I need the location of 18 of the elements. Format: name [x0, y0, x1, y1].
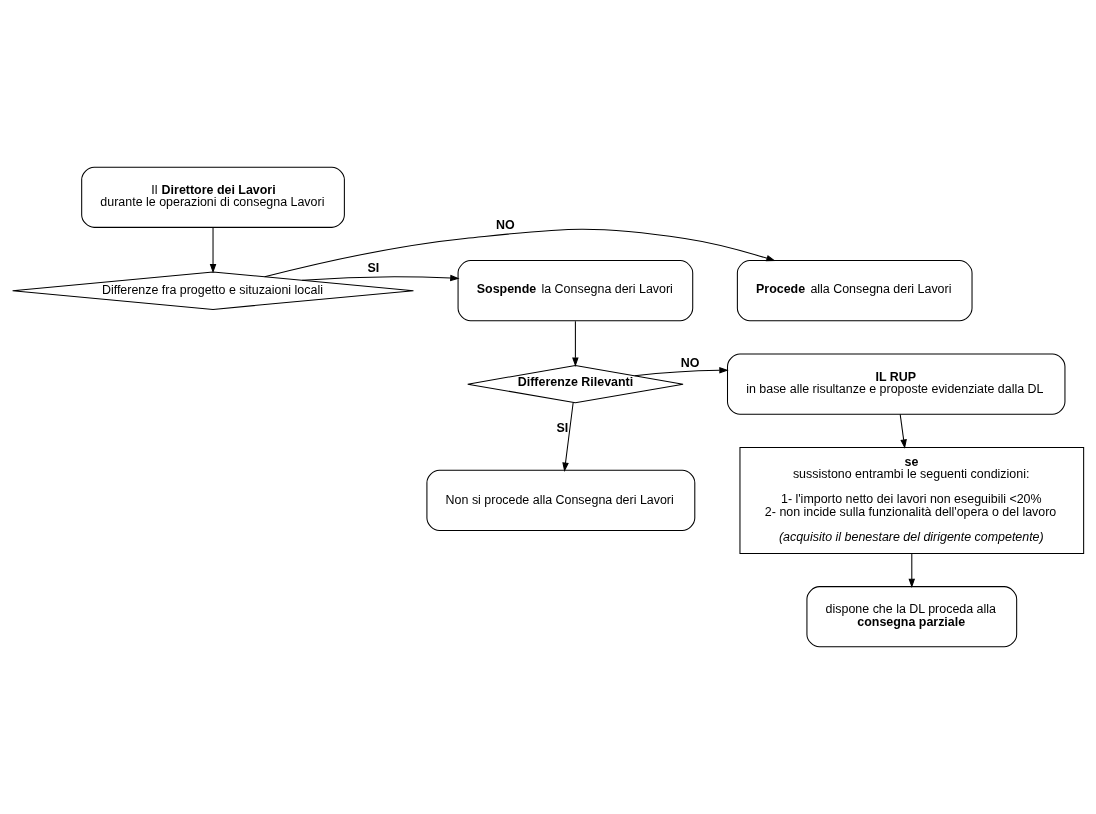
arrow [209, 227, 217, 274]
node-box: se sussistono entrambi le seguenti condizioni: 1- l'importo netto dei lavori non eseguibili <20% 2- non incide sulla funzionalità dell'opera o del lavoro (acquisito il benestare del dirigente competente) [739, 446, 1085, 554]
node-box: Non si procede alla Consegna deri Lavori [426, 469, 696, 532]
node-box: dispone che la DL proceda alla consegna parziale [806, 586, 1018, 648]
node-box: Il Direttore dei Lavori durante le operazioni di consegna Lavori [81, 166, 345, 228]
edge-label: NO [495, 217, 515, 232]
arrow [634, 367, 729, 377]
node-diamond: Differenze fra progetto e situzaioni locali [12, 271, 414, 310]
arrow [572, 320, 579, 367]
arrow [562, 402, 574, 472]
arrow [264, 228, 776, 278]
node-box: IL RUP in base alle risultanze e proposte evidenziate dalla DL [727, 353, 1066, 415]
arrow [301, 274, 460, 282]
node-box: Sospende la Consegna deri Lavori [457, 260, 694, 322]
arrow [899, 413, 907, 449]
node-box: Procede alla Consegna deri Lavori [736, 260, 973, 322]
arrow [908, 553, 916, 589]
edge-label: SI [556, 420, 569, 435]
